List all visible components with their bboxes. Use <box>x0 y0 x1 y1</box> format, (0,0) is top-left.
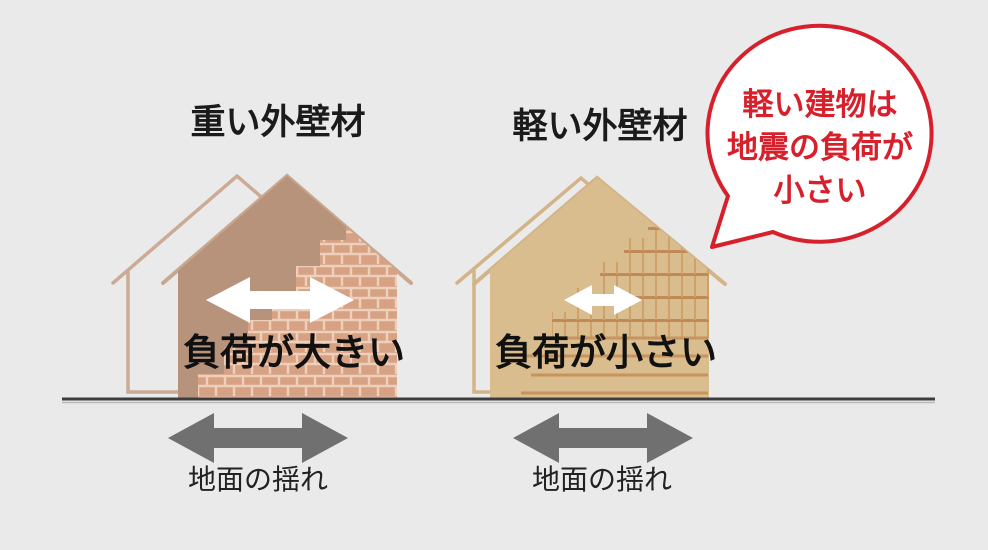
heavy-house-group: 重い外壁材 負荷が大きい <box>111 103 413 398</box>
ground-group: 地面の揺れ 地面の揺れ <box>62 397 935 495</box>
speech-bubble-line-3: 小さい <box>774 173 867 208</box>
speech-bubble-shape <box>705 23 934 249</box>
ground-shake-arrow-right-icon <box>513 413 693 463</box>
ground-shake-label-right: 地面の揺れ <box>532 464 672 495</box>
heavy-house-title: 重い外壁材 <box>190 103 365 142</box>
speech-bubble-line-2: 地震の負荷が <box>727 130 913 165</box>
light-load-label: 負荷が小さい <box>495 332 717 373</box>
heavy-load-label: 負荷が大きい <box>183 332 405 373</box>
large-sway-arrow-icon <box>206 277 354 323</box>
small-sway-arrow-icon <box>564 285 642 315</box>
ground-shake-label-left: 地面の揺れ <box>188 464 328 495</box>
ground-shake-arrow-left-icon <box>168 413 348 463</box>
speech-bubble: 軽い建物は 地震の負荷が 小さい <box>705 23 934 249</box>
light-house-title: 軽い外壁材 <box>512 107 687 146</box>
speech-bubble-line-1: 軽い建物は <box>743 87 898 122</box>
light-house-siding-lines <box>521 336 708 395</box>
